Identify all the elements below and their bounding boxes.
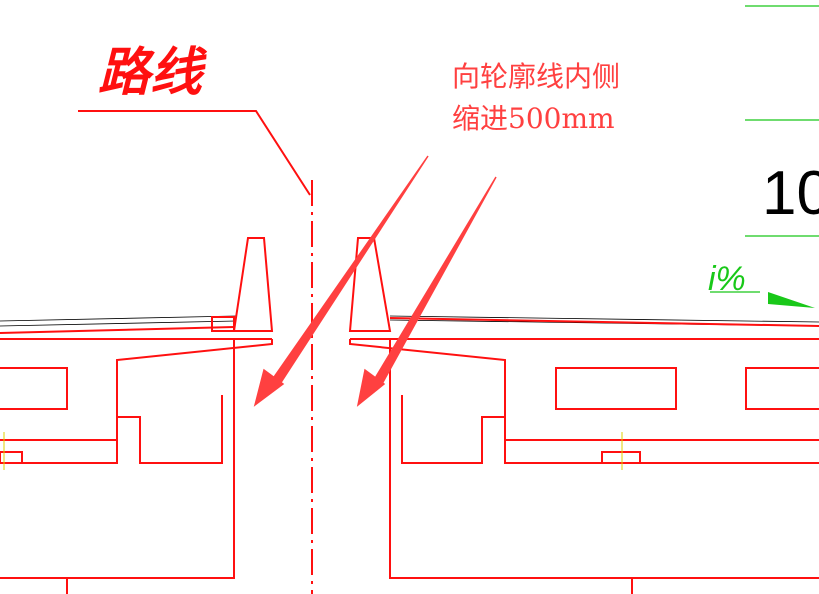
dimension-lines — [745, 5, 819, 237]
yellow-marks — [3, 432, 623, 470]
note-line-1: 向轮廓线内侧 — [452, 60, 620, 93]
dimension-value: 10 — [762, 159, 819, 228]
arrow-icon — [356, 176, 497, 407]
right-girder — [348, 237, 819, 594]
slope-arrow-icon — [710, 291, 815, 308]
left-girder — [0, 237, 274, 594]
note-line-2: 缩进500mm — [452, 102, 615, 135]
centerline-label: 路线 — [98, 43, 208, 103]
arrow-icon — [253, 155, 429, 407]
slope-label: i% — [708, 260, 746, 298]
leader-line — [78, 110, 311, 196]
